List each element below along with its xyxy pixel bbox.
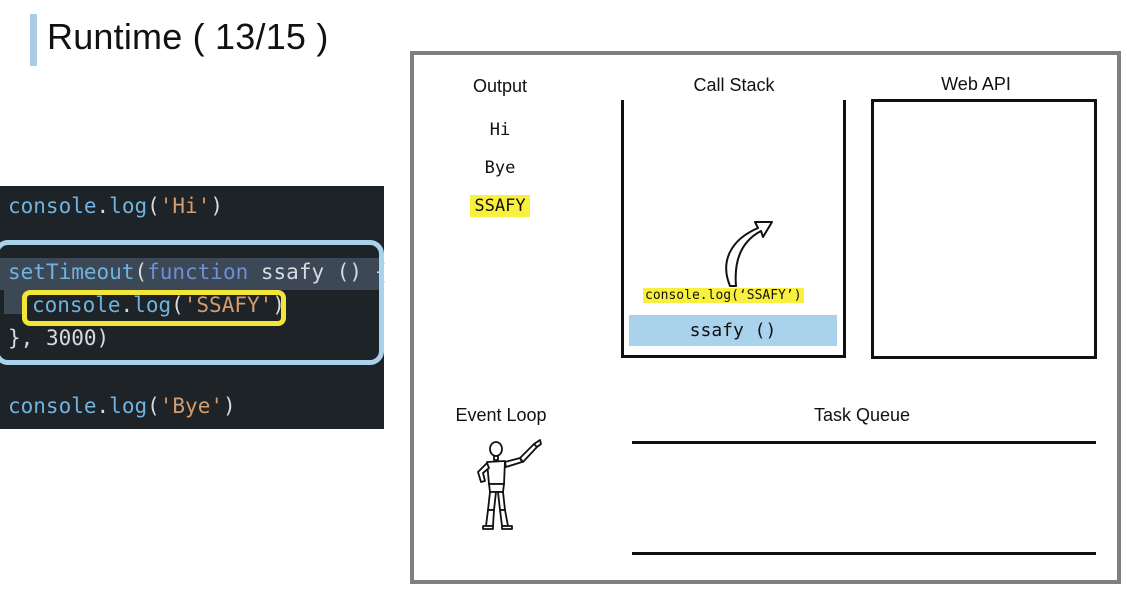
code-token: } xyxy=(8,326,21,350)
output-item-ssafy: SSAFY xyxy=(470,195,530,217)
settimeout-block-outline xyxy=(0,240,384,365)
slide-title: Runtime ( 13/15 ) xyxy=(47,16,329,57)
call-stack-entering-item: console.log(‘SSAFY’) xyxy=(643,288,804,303)
code-token: . xyxy=(96,194,110,218)
code-panel: console.log('Hi') setTimeout(function ss… xyxy=(0,186,387,429)
current-statement-outline xyxy=(22,290,286,326)
code-line-3: console.log('SSAFY') xyxy=(32,293,285,317)
code-token: , 3000) xyxy=(20,326,110,350)
code-token: . xyxy=(96,394,110,418)
web-api-heading: Web API xyxy=(941,74,1011,94)
code-token: function xyxy=(147,260,249,284)
selected-brace-highlight xyxy=(4,290,26,314)
output-heading: Output xyxy=(472,76,528,96)
code-token: ( xyxy=(147,394,160,418)
code-token: console xyxy=(32,293,121,317)
title-accent-bar xyxy=(30,14,37,66)
event-loop-heading: Event Loop xyxy=(455,405,547,425)
code-token: ) xyxy=(210,194,223,218)
code-line-1: console.log('Hi') xyxy=(8,194,223,218)
code-token: console xyxy=(8,194,97,218)
code-token: console xyxy=(8,394,97,418)
code-token: 'Bye' xyxy=(159,394,223,418)
output-item-ssafy-highlight: SSAFY xyxy=(470,195,530,217)
code-token: 'Hi' xyxy=(159,194,211,218)
code-token: ( xyxy=(171,293,184,317)
code-token: ( xyxy=(134,260,148,284)
call-stack-frame-ssafy: ssafy () xyxy=(629,315,837,346)
code-token: log xyxy=(133,293,172,317)
selected-line-highlight xyxy=(0,258,384,290)
task-queue-heading: Task Queue xyxy=(813,405,911,425)
code-token: ssafy xyxy=(248,260,337,284)
code-token: log xyxy=(109,194,148,218)
code-token: . xyxy=(120,293,134,317)
output-item-hi: Hi xyxy=(489,120,511,140)
code-token: ) xyxy=(222,394,236,418)
code-token: setTimeout xyxy=(8,260,135,284)
code-line-2: setTimeout(function ssafy () { xyxy=(8,260,387,284)
call-stack-left-wall xyxy=(621,100,624,358)
call-stack-floor xyxy=(621,355,846,358)
code-token: 'SSAFY' xyxy=(183,293,273,317)
call-stack-right-wall xyxy=(843,100,846,358)
push-arrow-icon xyxy=(725,221,773,287)
code-token: log xyxy=(109,394,148,418)
code-line-5: console.log('Bye') xyxy=(8,394,236,418)
task-queue-top-line xyxy=(632,441,1096,444)
output-item-bye: Bye xyxy=(484,158,516,178)
task-queue-bottom-line xyxy=(632,552,1096,555)
event-loop-figure-icon xyxy=(477,439,542,530)
call-stack-heading: Call Stack xyxy=(693,75,775,95)
code-line-4: }, 3000) xyxy=(8,326,109,350)
code-token: () { xyxy=(336,260,388,284)
code-token: ( xyxy=(147,194,160,218)
web-api-box xyxy=(871,99,1097,359)
